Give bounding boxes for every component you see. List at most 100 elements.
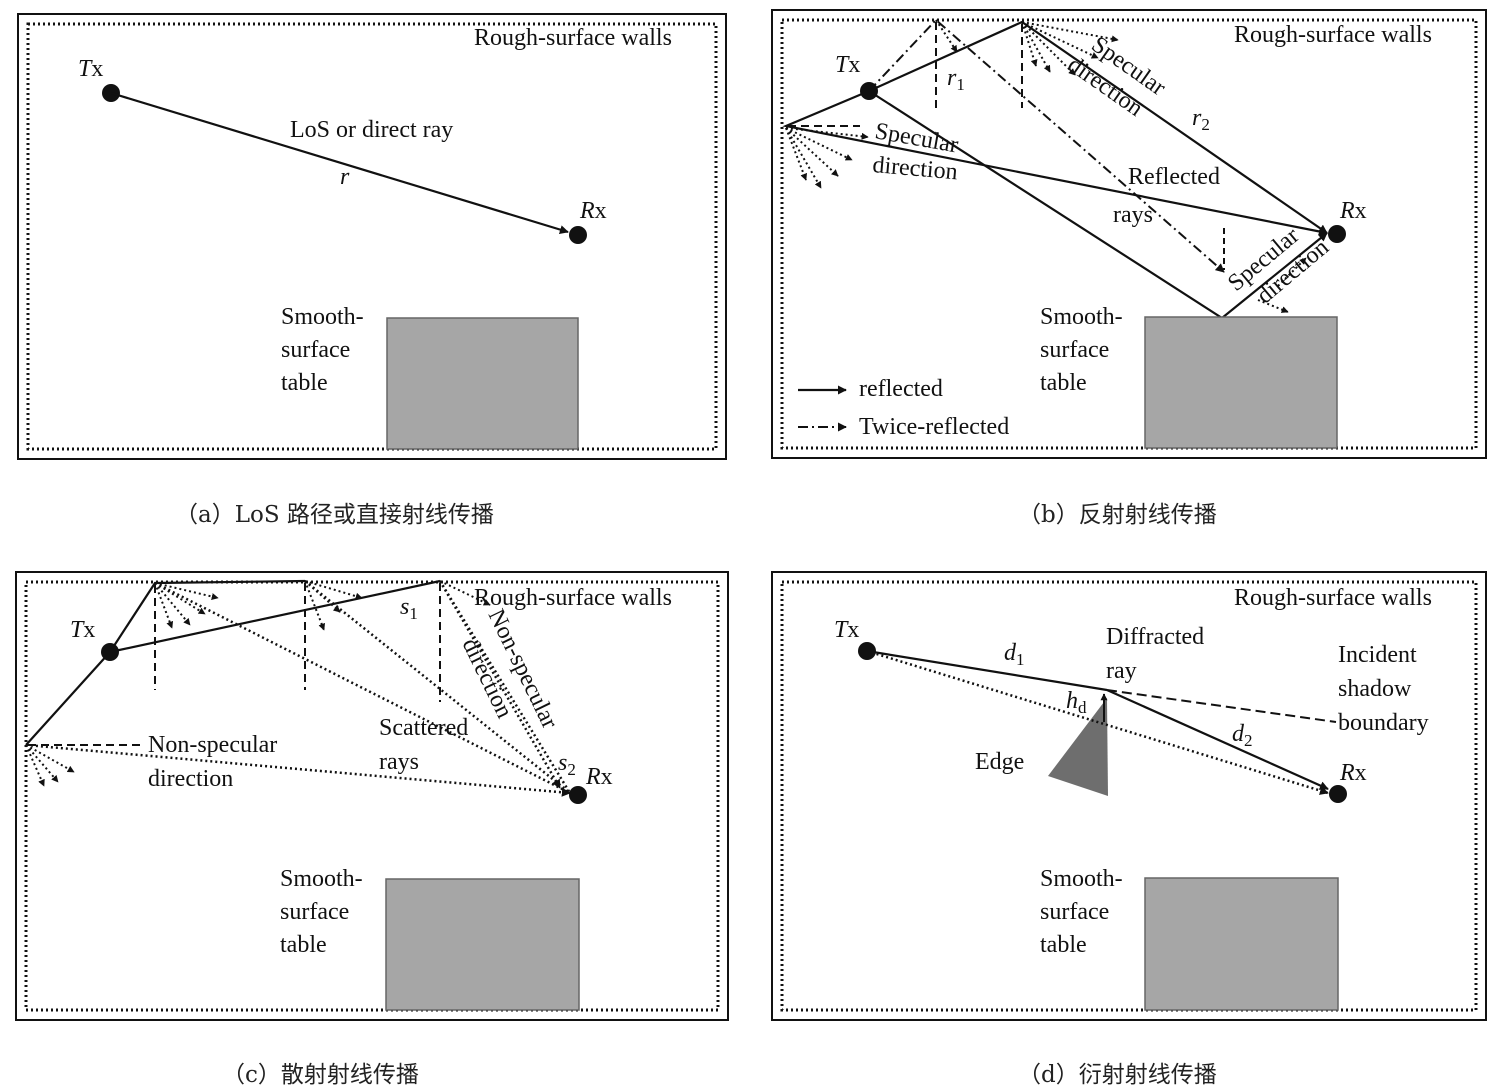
scatter-arrow <box>785 127 839 177</box>
shadow-boundary-label-3: boundary <box>1338 710 1429 736</box>
reflected-rays-label-1: Reflected <box>1128 164 1220 190</box>
panel-b: Rough-surface walls Tx Rx r1 r2 <box>771 9 1487 459</box>
walls-label: Rough-surface walls <box>1234 585 1432 611</box>
panel-a: Rough-surface walls Tx Rx LoS or direct … <box>17 13 727 460</box>
s1-label: s1 <box>400 594 418 623</box>
tx-node <box>858 642 876 660</box>
scatter-arrow <box>304 580 363 600</box>
scatter-arrow <box>25 744 75 773</box>
smooth-table <box>1144 316 1338 449</box>
incident-ray <box>25 651 111 746</box>
scatter-arrow <box>1277 257 1307 287</box>
hd-label: hd <box>1066 688 1087 717</box>
table-label-line-2: surface <box>1040 337 1109 363</box>
r1-label: r1 <box>947 65 965 94</box>
table-label-line-1: Smooth- <box>280 866 363 892</box>
scattered-ray <box>304 580 571 794</box>
scatter-arrow <box>154 582 219 600</box>
rx-label: Rx <box>1339 760 1367 786</box>
table-label-line-1: Smooth- <box>281 304 364 330</box>
walls-label: Rough-surface walls <box>474 585 672 611</box>
rough-wall-border <box>24 580 720 1012</box>
scattered-rays-label-2: rays <box>379 749 419 775</box>
rx-node <box>1329 785 1347 803</box>
reflected-rays-label-2: rays <box>1113 202 1153 228</box>
diffracted-ray-label-1: Diffracted <box>1106 624 1204 650</box>
caption-a: （a）LoS 路径或直接射线传播 <box>175 502 494 528</box>
legend-twice-reflected-label: Twice-reflected <box>859 414 1009 440</box>
rough-wall-border <box>780 580 1478 1012</box>
s2-label: s2 <box>558 750 576 779</box>
room-frame <box>771 571 1487 1021</box>
table-label-line-3: table <box>1040 370 1087 396</box>
walls-label: Rough-surface walls <box>474 25 672 51</box>
legend: reflected Twice-reflected <box>798 376 1009 440</box>
shadow-boundary-label-2: shadow <box>1338 676 1412 702</box>
rx-node <box>1328 225 1346 243</box>
scatter-arrow <box>785 127 853 161</box>
scatter-arrow <box>154 582 206 615</box>
scatter-arrow <box>785 127 869 140</box>
table-label-line-2: surface <box>280 899 349 925</box>
incident-shadow-boundary-line <box>1106 689 1337 723</box>
walls-label: Rough-surface walls <box>1234 22 1432 48</box>
diffracted-ray <box>1106 688 1329 791</box>
scatter-arrow <box>1021 21 1099 59</box>
rx-node <box>569 786 587 804</box>
diffraction-edge <box>1048 698 1108 796</box>
room-frame <box>15 571 729 1021</box>
room-frame <box>771 9 1487 459</box>
direct-path <box>866 649 1329 795</box>
scatter-arrow <box>154 582 174 629</box>
r2-label: r2 <box>1192 105 1210 134</box>
tx-node <box>101 643 119 661</box>
scatter-arrow <box>439 580 491 606</box>
incident-ray <box>109 579 441 654</box>
edge-label: Edge <box>975 749 1024 775</box>
tx-label: Tx <box>834 617 859 643</box>
incident-ray <box>866 649 1108 692</box>
tx-label: Tx <box>835 52 860 78</box>
scatter-arrow <box>1021 21 1119 43</box>
direct-ray <box>110 91 569 234</box>
legend-reflected-label: reflected <box>859 376 943 402</box>
d2-label: d2 <box>1232 721 1253 750</box>
table-label-line-1: Smooth- <box>1040 866 1123 892</box>
tx-label: Tx <box>70 617 95 643</box>
smooth-table <box>385 878 580 1011</box>
diffracted-ray-label-2: ray <box>1106 658 1137 684</box>
smooth-table <box>386 317 579 450</box>
table-label-line-3: table <box>1040 932 1087 958</box>
rx-label: Rx <box>1339 198 1367 224</box>
table-label-line-2: surface <box>281 337 350 363</box>
shadow-boundary-label-1: Incident <box>1338 642 1417 668</box>
rx-label: Rx <box>585 764 613 790</box>
non-specular-direction-left-2: direction <box>148 766 233 792</box>
reflected-ray-left-wall <box>782 89 1328 236</box>
smooth-table <box>1144 877 1339 1011</box>
scatter-arrow <box>935 19 958 53</box>
room-frame <box>17 13 727 460</box>
d1-label: d1 <box>1004 640 1025 669</box>
rx-node <box>569 226 587 244</box>
scatter-arrow <box>785 127 822 189</box>
rough-wall-border <box>780 18 1478 450</box>
rx-label: Rx <box>579 198 607 224</box>
scatter-arrow <box>154 582 191 626</box>
caption-c: （c）散射射线传播 <box>222 1062 419 1088</box>
ray-label: LoS or direct ray <box>290 117 453 143</box>
panel-d: Rough-surface walls Tx Rx d1 d2 hd Diffr… <box>771 571 1487 1021</box>
distance-label: r <box>340 164 350 190</box>
scatter-arrow <box>1257 299 1289 313</box>
caption-b: （b）反射射线传播 <box>1018 502 1217 528</box>
scatter-arrow <box>25 744 59 783</box>
non-specular-direction-left-1: Non-specular <box>148 732 277 758</box>
scatter-arrow <box>304 580 325 631</box>
tx-node <box>860 82 878 100</box>
table-label-line-2: surface <box>1040 899 1109 925</box>
rough-wall-border <box>26 22 718 451</box>
panel-c: Rough-surface walls Tx Rx s1 <box>15 571 729 1021</box>
caption-d: （d）衍射射线传播 <box>1018 1062 1217 1088</box>
scattered-rays-label-1: Scattered <box>379 715 468 741</box>
